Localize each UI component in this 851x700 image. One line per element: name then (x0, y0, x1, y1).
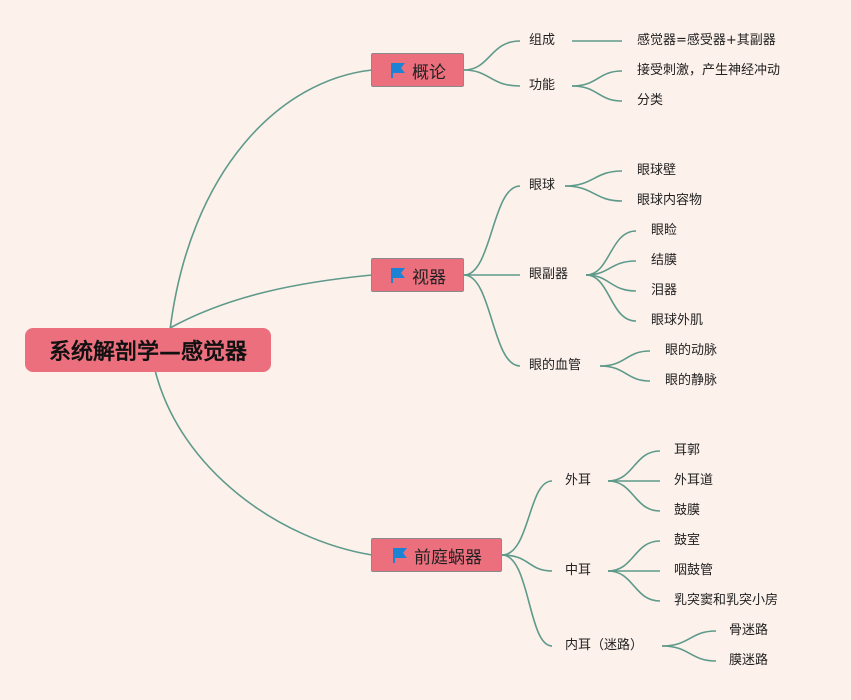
link-root-gailun (169, 69, 373, 331)
flag-icon (391, 268, 405, 283)
link-shiqi-xueguan (463, 274, 521, 367)
leaf-topic[interactable]: 眼球内容物 (637, 193, 703, 208)
link-qianting-waier (501, 480, 553, 556)
branch-label: 视器 (412, 267, 446, 288)
link-xueguan-leaf2 (599, 365, 651, 382)
leaf-topic[interactable]: 泪器 (651, 283, 678, 298)
leaf-topic[interactable]: 膜迷路 (729, 653, 769, 668)
link-root-qianting (154, 369, 373, 556)
root-topic[interactable]: 系统解剖学—感觉器 (25, 328, 271, 372)
branch-qiantingwoqi[interactable]: 前庭蜗器 (371, 538, 502, 572)
link-root-shiqi (169, 274, 373, 329)
leaf-topic[interactable]: 结膜 (651, 253, 678, 268)
link-gailun-gongneng (463, 69, 521, 87)
link-waier-leaf3 (607, 480, 661, 512)
leaf-topic[interactable]: 鼓膜 (674, 503, 701, 518)
leaf-topic[interactable]: 眼球外肌 (651, 313, 704, 328)
leaf-topic[interactable]: 外耳道 (674, 473, 714, 488)
link-neier-leaf1 (661, 630, 717, 647)
leaf-topic[interactable]: 眼的静脉 (665, 373, 718, 388)
subtopic-yanqiu[interactable]: 眼球 (529, 178, 556, 193)
leaf-topic[interactable]: 乳突窦和乳突小房 (674, 593, 779, 608)
subtopic-waier[interactable]: 外耳 (565, 473, 592, 488)
leaf-topic[interactable]: 眼的动脉 (665, 343, 718, 358)
root-topic-label: 系统解剖学—感觉器 (48, 340, 247, 365)
branch-label: 概论 (412, 62, 446, 83)
leaf-topic[interactable]: 眼球壁 (637, 163, 677, 178)
link-yanfuqi-leaf4 (585, 274, 637, 322)
leaf-topic[interactable]: 感觉器=感受器+其副器 (637, 33, 776, 48)
link-yanqiu-leaf1 (564, 170, 623, 187)
link-gailun-zucheng (463, 40, 521, 71)
leaf-topic[interactable]: 接受刺激，产生神经冲动 (637, 63, 781, 78)
link-gongneng-leaf1 (571, 70, 623, 87)
flag-icon (391, 63, 405, 78)
link-zhonger-leaf1 (607, 540, 661, 572)
leaf-topic[interactable]: 耳郭 (674, 443, 701, 458)
subtopic-yandexueguan[interactable]: 眼的血管 (529, 358, 582, 373)
leaf-topic[interactable]: 骨迷路 (729, 623, 769, 638)
link-zhonger-leaf3 (607, 570, 661, 602)
branch-gailun[interactable]: 概论 (371, 53, 464, 87)
branch-shiqi[interactable]: 视器 (371, 258, 464, 292)
link-xueguan-leaf1 (599, 350, 651, 367)
link-waier-leaf1 (607, 450, 661, 482)
link-yanfuqi-leaf1 (585, 230, 637, 276)
link-shiqi-yanqiu (463, 185, 521, 276)
flag-icon (393, 548, 407, 563)
link-gongneng-leaf2 (571, 85, 623, 102)
leaf-topic[interactable]: 分类 (637, 93, 664, 108)
branch-label: 前庭蜗器 (414, 547, 482, 568)
link-qianting-zhonger (501, 554, 553, 572)
link-neier-leaf2 (661, 645, 717, 662)
leaf-topic[interactable]: 咽鼓管 (674, 563, 714, 578)
leaf-topic[interactable]: 鼓室 (674, 533, 701, 548)
leaf-topic[interactable]: 眼睑 (651, 223, 678, 238)
subtopic-gongneng[interactable]: 功能 (529, 78, 556, 93)
link-qianting-neier (501, 554, 553, 647)
link-yanqiu-leaf2 (564, 185, 623, 202)
subtopic-yanfuqi[interactable]: 眼副器 (529, 267, 569, 282)
subtopic-zhonger[interactable]: 中耳 (565, 563, 592, 578)
subtopic-neier[interactable]: 内耳（迷路） (565, 638, 644, 653)
subtopic-zucheng[interactable]: 组成 (529, 33, 556, 48)
